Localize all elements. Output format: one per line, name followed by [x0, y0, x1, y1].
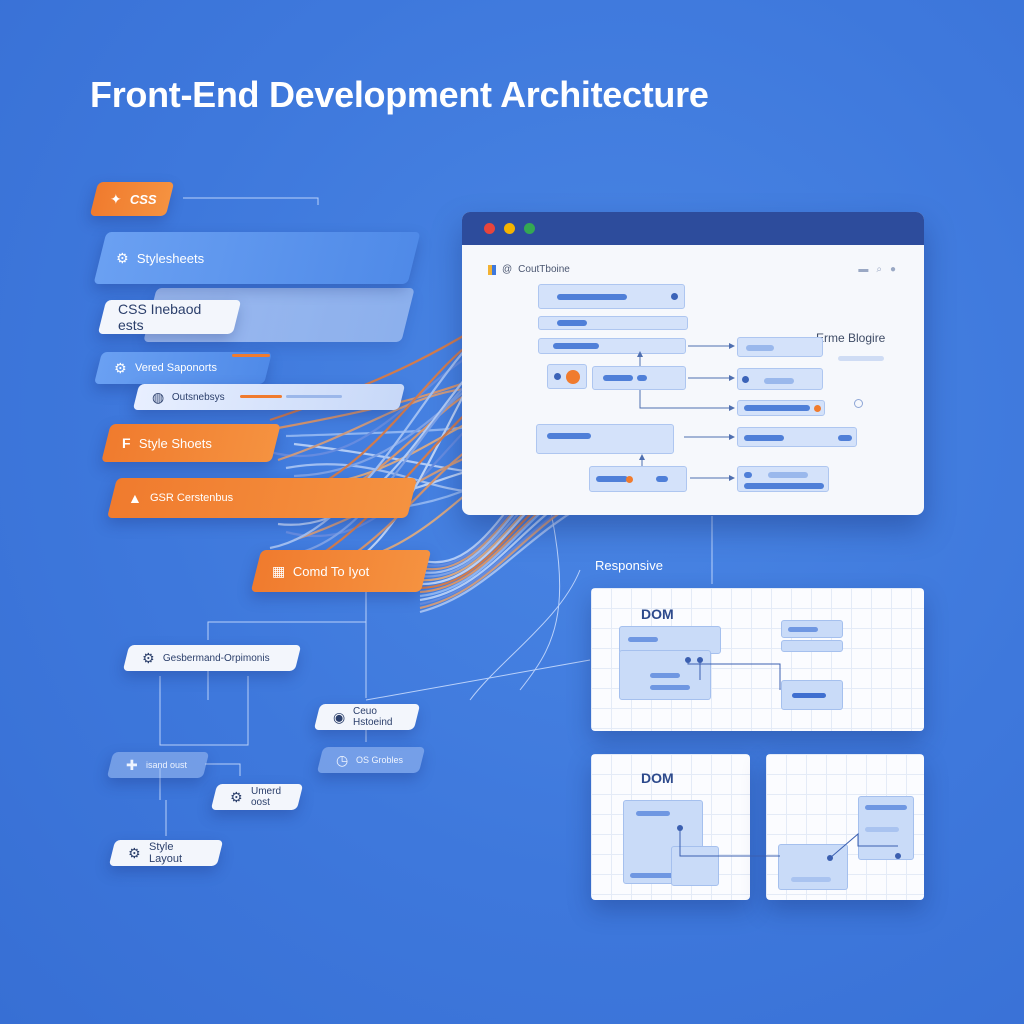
panel-node[interactable]	[858, 796, 914, 860]
panel-node[interactable]	[671, 846, 719, 886]
dom-node[interactable]	[536, 424, 674, 454]
gesbermand-label: Gesbermand-Orpimonis	[162, 652, 270, 664]
dom-node[interactable]	[737, 337, 823, 357]
gsr-cerstenbus-label: GSR Cerstenbus	[149, 492, 234, 504]
css-tag-label: CSS	[129, 191, 157, 207]
dom-panel-right	[766, 754, 924, 900]
panel-node[interactable]	[619, 626, 721, 654]
style-layout-label: Style Layout	[148, 841, 182, 865]
browser-toolbar: ▬ ⌕ ●	[858, 264, 896, 275]
settings-icon: ⚙	[230, 789, 243, 805]
css-tag[interactable]: ✦ CSS	[89, 182, 175, 216]
active-node-indicator	[566, 370, 580, 384]
gsr-cerstenbus-layer[interactable]: ▲ GSR Cerstenbus	[107, 478, 417, 518]
minimize-window-dot[interactable]	[504, 223, 515, 234]
umerd-oost-node[interactable]: ⚙ Umerd oost	[210, 784, 304, 810]
globe-icon: ◍	[152, 389, 165, 405]
page-title: Front-End Development Architecture	[90, 74, 709, 115]
dom-node[interactable]	[737, 427, 857, 447]
blue-accent-bar	[286, 395, 342, 398]
isand-oust-node[interactable]: ✚ isand oust	[106, 752, 210, 778]
stylesheets-label: Stylesheets	[136, 250, 204, 266]
at-icon: @	[502, 264, 513, 275]
ceuo-hstoeind-node[interactable]: ◉ Ceuo Hstoeind	[313, 704, 421, 730]
vered-saponorts-label: Vered Saponorts	[134, 362, 217, 374]
dom-node[interactable]	[737, 368, 823, 390]
os-grobles-label: OS Grobles	[356, 755, 404, 765]
responsive-label: Responsive	[595, 558, 663, 573]
f-logo-icon: F	[122, 435, 131, 451]
gear-icon: ⚙	[116, 250, 129, 266]
gear-icon: ⚙	[128, 845, 141, 861]
os-grobles-node[interactable]: ◷ OS Grobles	[316, 747, 426, 773]
css-inebaod-layer[interactable]: CSS Inebaod ests	[97, 300, 242, 334]
eye-icon: ◉	[333, 709, 346, 725]
isand-oust-label: isand oust	[145, 760, 187, 770]
umerd-oost-label: Umerd oost	[250, 786, 281, 808]
style-shoets-layer[interactable]: F Style Shoets	[101, 424, 281, 462]
browser-tab[interactable]: @ CoutTboine	[488, 264, 570, 275]
panel-node[interactable]	[781, 640, 843, 652]
orange-accent-bar	[232, 354, 270, 357]
css-inebaod-label: CSS Inebaod ests	[118, 301, 202, 333]
orange-accent-bar-2	[240, 395, 282, 398]
dom-node[interactable]	[737, 466, 829, 492]
close-window-dot[interactable]	[484, 223, 495, 234]
heading-underline	[838, 356, 884, 361]
dom-panel-wide: DOM	[591, 588, 924, 731]
menu-icon[interactable]: ▬	[858, 264, 869, 275]
panel-node[interactable]	[781, 620, 843, 638]
dom-node[interactable]	[592, 366, 686, 390]
outsnebsys-label: Outsnebsys	[172, 391, 226, 403]
search-icon[interactable]: ⌕	[876, 264, 882, 275]
maximize-window-dot[interactable]	[524, 223, 535, 234]
status-dot	[854, 399, 863, 408]
extension-icon[interactable]: ●	[889, 264, 896, 275]
boxes-icon: ▦	[272, 563, 286, 579]
panel-node[interactable]	[781, 680, 843, 710]
browser-titlebar	[462, 212, 924, 245]
fire-badge-icon: ✦	[110, 191, 122, 207]
dom-panel-left: DOM	[591, 754, 750, 900]
dom-node[interactable]	[538, 338, 686, 354]
clock-icon: ◷	[336, 752, 349, 768]
gesbermand-node[interactable]: ⚙ Gesbermand-Orpimonis	[122, 645, 302, 671]
dom-panel-title: DOM	[641, 770, 674, 786]
browser-tab-label: CoutTboine	[518, 264, 570, 275]
browser-heading: Erme Blogire	[816, 331, 886, 345]
dom-panel-title: DOM	[641, 606, 674, 622]
stylesheets-layer[interactable]: ⚙ Stylesheets	[93, 232, 421, 284]
gear-icon: ⚙	[142, 650, 155, 666]
panel-node[interactable]	[778, 844, 848, 890]
ceuo-hstoeind-label: Ceuo Hstoeind	[353, 706, 393, 728]
dom-node[interactable]	[737, 400, 825, 416]
favicon-icon	[488, 264, 496, 275]
style-shoets-label: Style Shoets	[138, 435, 212, 451]
dom-node[interactable]	[538, 316, 688, 330]
style-layout-node[interactable]: ⚙ Style Layout	[108, 840, 224, 866]
puzzle-icon: ✚	[126, 757, 138, 773]
comd-to-iyot-label: Comd To Iyot	[293, 563, 370, 579]
panel-node[interactable]	[619, 650, 711, 700]
gear-icon: ⚙	[114, 360, 127, 376]
dom-node[interactable]	[538, 284, 685, 309]
browser-window: @ CoutTboine ▬ ⌕ ● Erme Blogire	[462, 212, 924, 515]
dom-node[interactable]	[589, 466, 687, 492]
comd-to-iyot-button[interactable]: ▦ Comd To Iyot	[250, 550, 432, 592]
mountain-icon: ▲	[128, 490, 142, 506]
